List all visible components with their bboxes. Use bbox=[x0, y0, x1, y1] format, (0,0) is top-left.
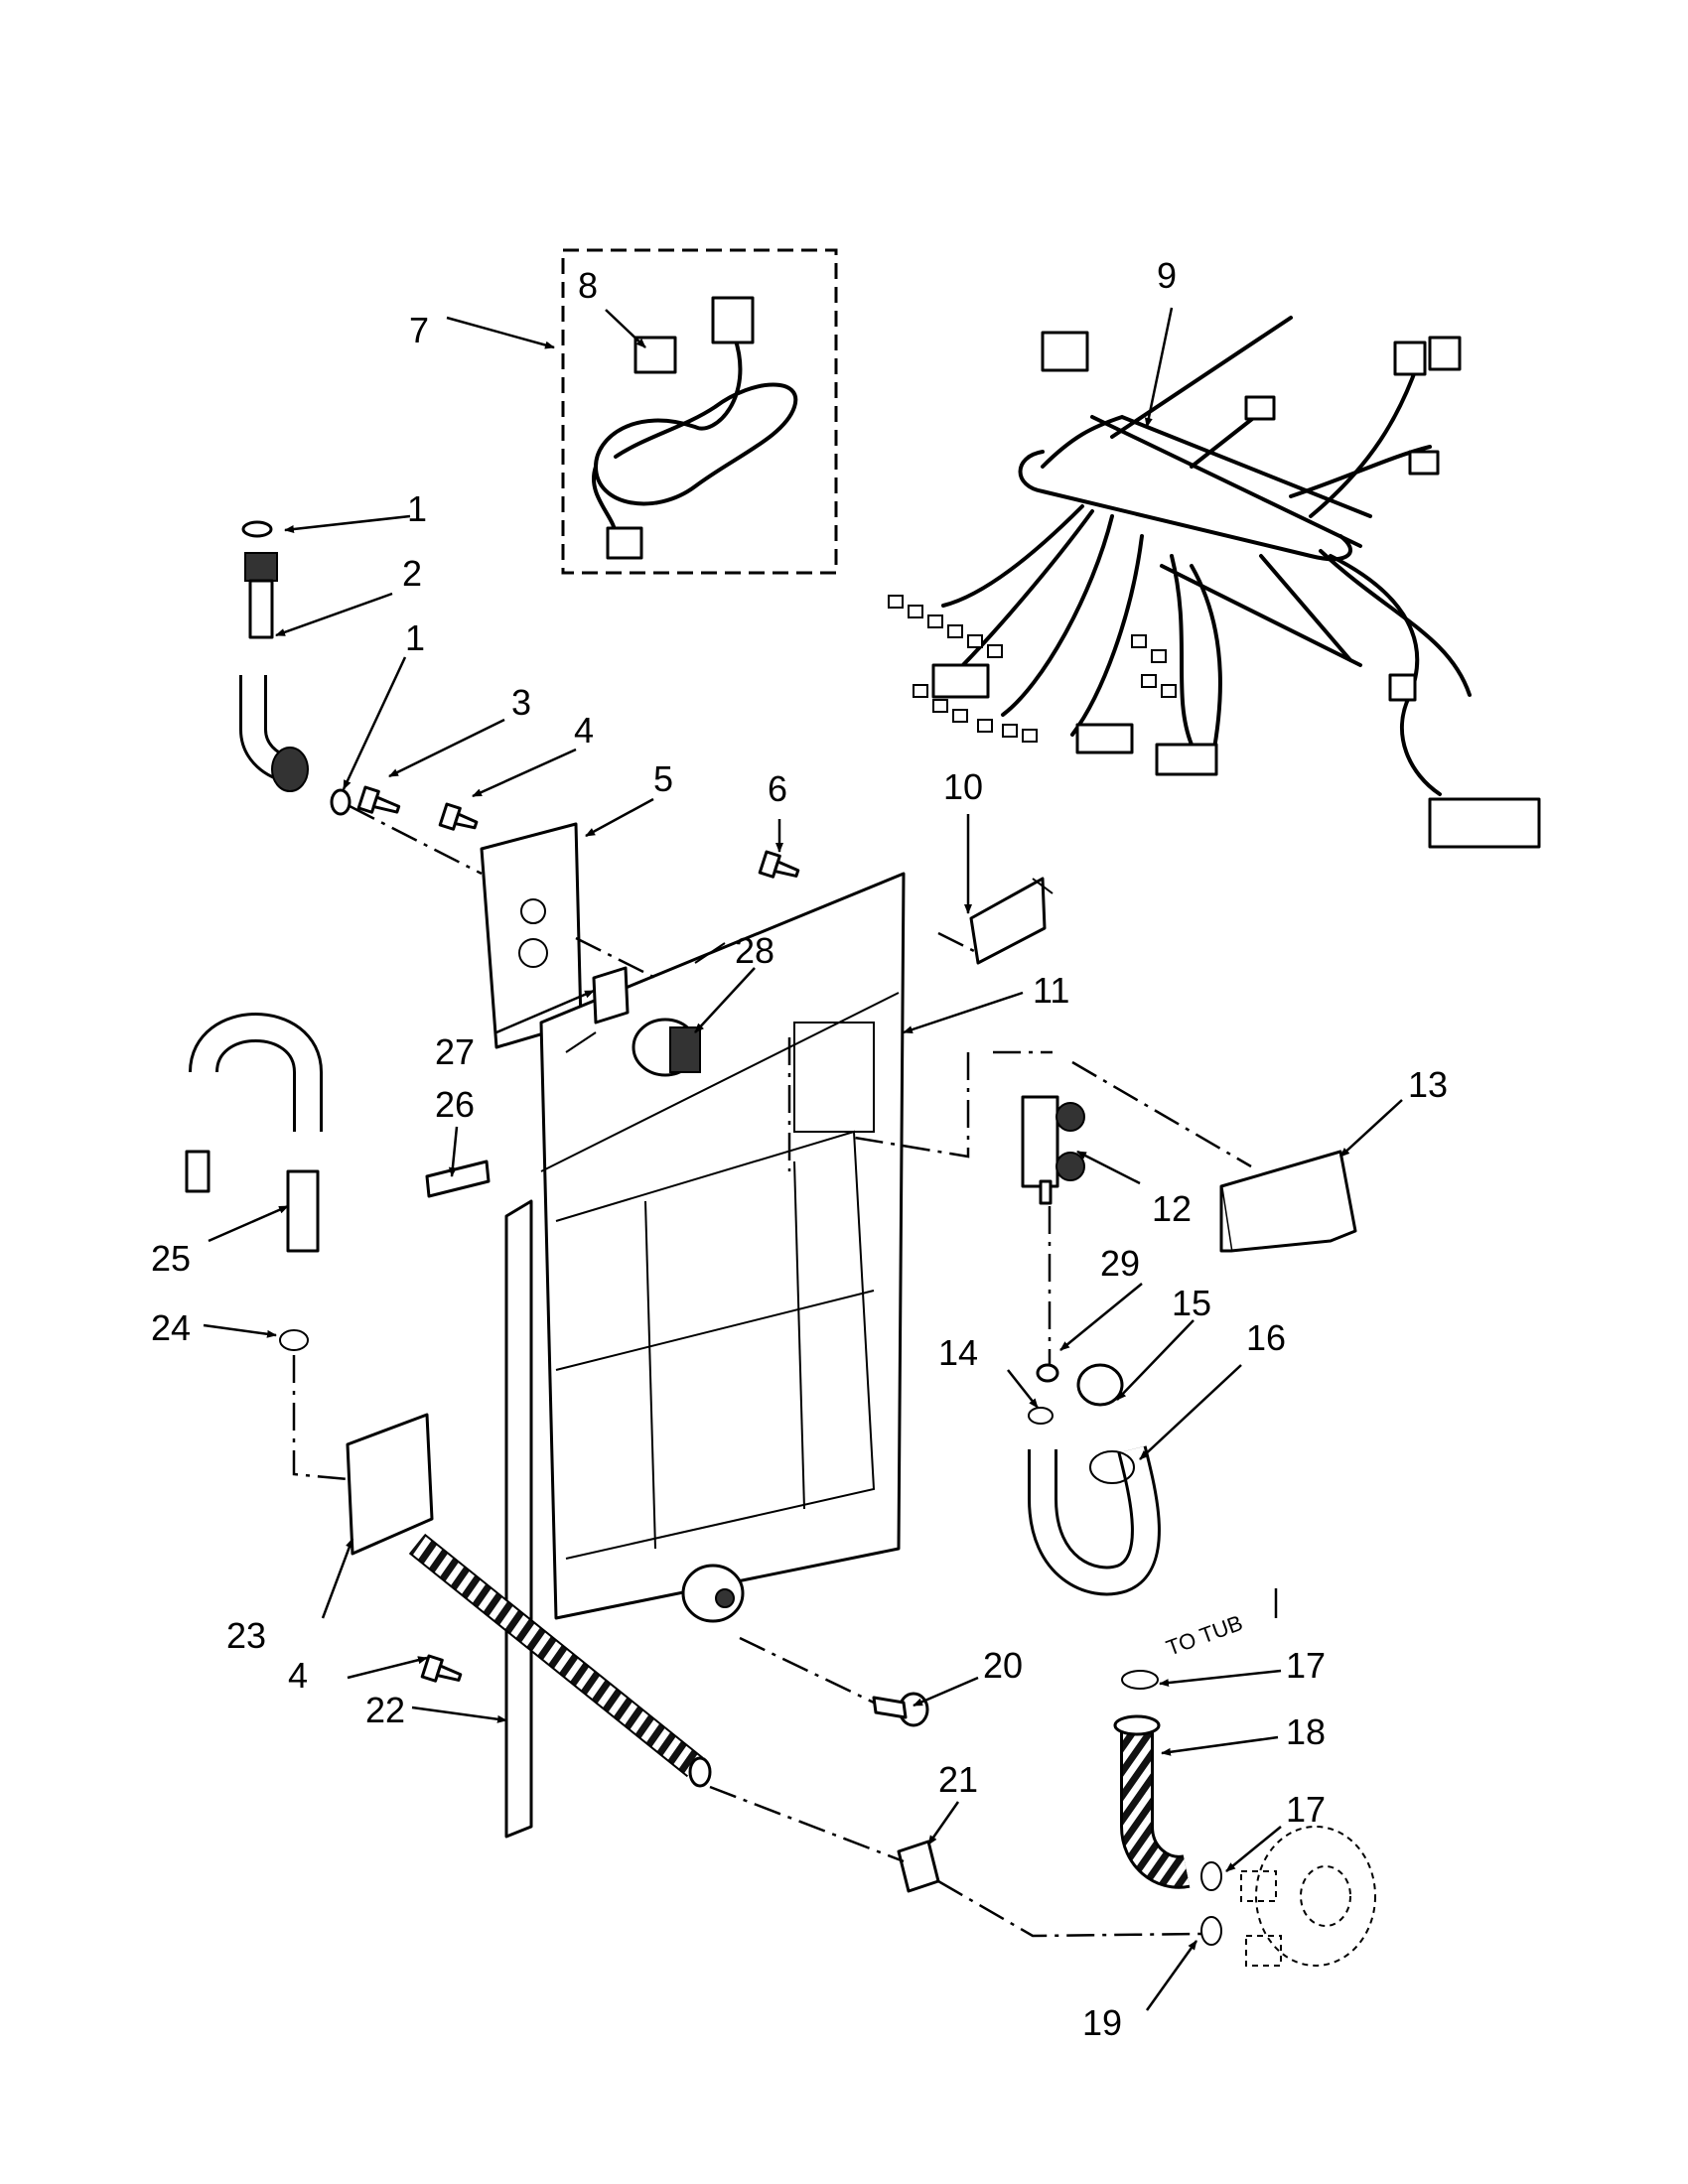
callout-25: 25 bbox=[151, 1238, 191, 1279]
callout-28: 28 bbox=[735, 930, 774, 971]
part-17-clamp-top bbox=[1121, 1670, 1159, 1690]
callout-2: 2 bbox=[402, 553, 422, 594]
callout-16: 16 bbox=[1246, 1317, 1286, 1358]
part-1-washer bbox=[330, 788, 352, 816]
part-18-tub-hose bbox=[1123, 1732, 1190, 1886]
part-29-fitting bbox=[1036, 1363, 1059, 1383]
callout-19: 19 bbox=[1082, 2002, 1122, 2043]
callout-6: 6 bbox=[768, 768, 787, 809]
callout-1-top: 1 bbox=[407, 488, 427, 529]
part-24-clamp bbox=[279, 1329, 309, 1351]
part-4-screw bbox=[438, 802, 479, 831]
callout-15: 15 bbox=[1172, 1283, 1211, 1323]
callout-17-top: 17 bbox=[1286, 1645, 1326, 1686]
drain-hose bbox=[410, 1535, 702, 1776]
assembly-lines bbox=[292, 804, 1252, 1938]
part-16-clamp bbox=[1089, 1450, 1135, 1484]
callout-17-lower: 17 bbox=[1286, 1789, 1326, 1830]
part-10-bracket bbox=[969, 877, 1054, 965]
callout-14: 14 bbox=[938, 1332, 978, 1373]
to-tub-label: TO TUB bbox=[1163, 1610, 1246, 1661]
part-4-screw-lower bbox=[420, 1654, 463, 1683]
callout-4-top: 4 bbox=[574, 710, 594, 751]
part-7-cord-kit bbox=[561, 248, 838, 575]
callout-13: 13 bbox=[1408, 1064, 1448, 1105]
pump bbox=[1240, 1826, 1376, 1967]
callout-27: 27 bbox=[435, 1031, 475, 1072]
part-11-rear-panel bbox=[539, 872, 906, 1623]
part-2-inlet-hose bbox=[239, 520, 352, 816]
part-12-water-valve bbox=[1021, 1095, 1085, 1205]
part-22-rail bbox=[504, 1199, 533, 1839]
part-27-bracket bbox=[592, 966, 630, 1024]
callout-7: 7 bbox=[409, 310, 429, 350]
callout-1-lower: 1 bbox=[405, 617, 425, 658]
callout-12: 12 bbox=[1152, 1188, 1192, 1229]
callout-10: 10 bbox=[943, 766, 983, 807]
callout-5: 5 bbox=[653, 758, 673, 799]
leaders bbox=[203, 307, 1403, 2011]
callout-29: 29 bbox=[1100, 1243, 1140, 1284]
callout-18: 18 bbox=[1286, 1711, 1326, 1752]
part-19-clamp bbox=[1200, 1916, 1222, 1946]
callout-21: 21 bbox=[938, 1759, 978, 1800]
callout-24: 24 bbox=[151, 1307, 191, 1348]
callout-23: 23 bbox=[226, 1615, 266, 1656]
part-26-clip bbox=[425, 1160, 491, 1198]
part-14-clamp bbox=[1028, 1407, 1054, 1425]
callout-22: 22 bbox=[365, 1690, 405, 1730]
part-13-shield bbox=[1219, 1150, 1357, 1253]
part-23-housing bbox=[346, 1413, 434, 1556]
part-3-screw bbox=[356, 785, 401, 814]
callout-8: 8 bbox=[578, 265, 598, 306]
callout-9: 9 bbox=[1157, 255, 1177, 296]
part-17-clamp-bottom bbox=[1200, 1861, 1222, 1891]
part-21-clamp bbox=[897, 1840, 940, 1893]
part-9-wire-harness bbox=[888, 316, 1541, 849]
callout-11: 11 bbox=[1033, 970, 1069, 1011]
callout-20: 20 bbox=[983, 1645, 1023, 1686]
callout-26: 26 bbox=[435, 1084, 475, 1125]
callout-3: 3 bbox=[511, 682, 531, 723]
callouts: 1 2 1 3 4 5 6 7 8 9 10 11 12 13 14 15 16… bbox=[151, 255, 1448, 2043]
callout-4-lower: 4 bbox=[288, 1655, 308, 1696]
part-6-screw bbox=[758, 850, 800, 879]
